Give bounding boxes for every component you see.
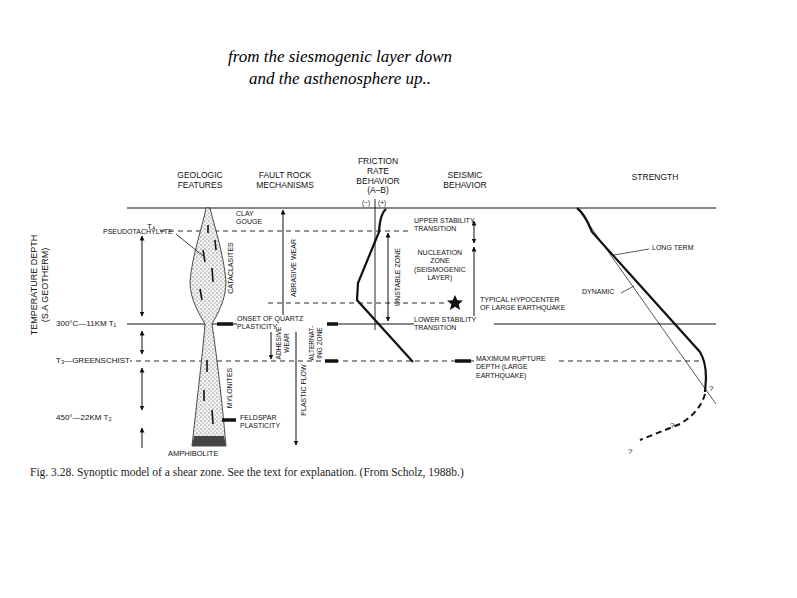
pseudotachylyte-veins [200,225,216,424]
question-mark: ? [670,421,674,430]
column-header: FAULT ROCK MECHANISMS [250,170,320,190]
feature-label: CLAY GOUGE [236,210,262,227]
question-mark: ? [628,447,632,456]
leader-line [621,286,634,293]
depth-arrow [142,368,143,410]
range-arrow [296,326,297,445]
seismic-label: MAXIMUM RUPTURE DEPTH (LARGE EARTHQUAKE) [476,355,558,380]
strength-label: DYNAMIC [582,288,614,296]
page-title: from the siesmogenic layer down and the … [220,46,460,90]
hypocenter-star [447,295,463,310]
friction-label: UNSTABLE ZONE [394,248,402,306]
seismic-label: NUCLEATION ZONE (SEISMOGENIC LAYER) [414,249,466,282]
feature-label: FELDSPAR PLASTICITY [240,414,280,431]
axis-title: TEMPERATURE DEPTH (S.A GEOTHERM) [29,229,50,341]
depth-arrow [142,428,143,448]
shear-zone-base [192,436,226,446]
hypocenter-line [268,303,447,304]
depth-label: T₃—GREENSCHIST [56,356,130,365]
friction-curve [357,209,413,362]
feature-label: MYLONITES [226,368,234,408]
sign-label: (+) [378,199,386,207]
leader-line [614,249,649,255]
mechanism-label: PLASTIC FLOW [300,364,308,415]
feature-label: PSEUDOTACHYLYTE [103,228,173,236]
column-header: GEOLOGIC FEATURES [177,170,222,190]
range-arrow [283,210,284,322]
sign-label: (−) [362,199,370,207]
column-header: SEISMIC BEHAVIOR [443,170,486,190]
depth-arrow [142,236,143,316]
range-arrow [474,247,475,322]
depth-label: 300°C—11KM T₁ [56,319,116,328]
question-mark: ? [709,384,713,393]
zero-axis [375,199,376,330]
mechanism-label: ABRASIVE WEAR [290,239,298,297]
column-header: FRICTION RATE BEHAVIOR (A–B) [356,157,399,196]
shear-zone [190,208,226,446]
figure-caption: Fig. 3.28. Synoptic model of a shear zon… [30,466,464,478]
seismic-label: UPPER STABILITY TRANSITION [414,217,494,234]
mechanism-label: ADHESIVE WEAR [275,327,290,360]
marker-bars [217,324,471,420]
top-border [127,207,716,208]
depth-label: 450°—22KM T₂ [56,413,112,422]
leader-line [176,234,203,256]
range-arrow [388,233,389,321]
range-arrow [474,221,475,243]
long-term-line [578,209,716,404]
column-header: STRENGTH [632,172,679,182]
feature-label: CATACLASITES [227,242,235,293]
feature-label: AMPHIBOLITE [168,450,218,459]
strength-curve-dashed [640,394,705,440]
depth-arrow [142,331,143,354]
seismic-label: LOWER STABILITY TRANSITION [414,316,494,333]
mechanism-label: ALTERNAT- ING ZONE [308,323,323,363]
strength-curve [577,208,706,392]
seismic-label: TYPICAL HYPOCENTER OF LARGE EARTHQUAKE [480,296,568,313]
strength-label: LONG TERM [652,244,694,252]
t4-line [160,231,410,232]
